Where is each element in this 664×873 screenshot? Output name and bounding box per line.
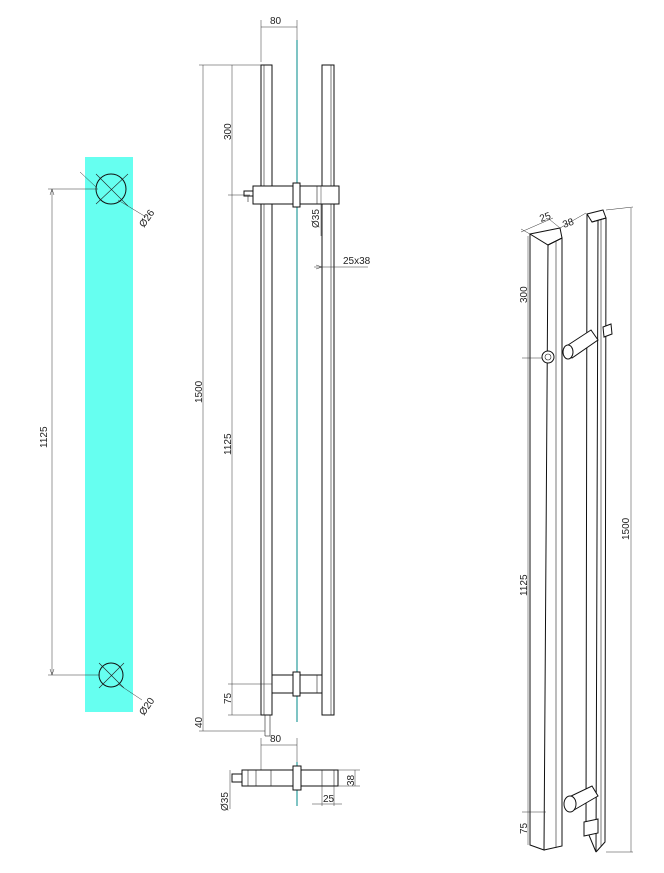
- iso-total-length-label: 1500: [621, 517, 632, 540]
- left-handle-bar: [260, 64, 273, 716]
- standoff-diameter-label: Ø35: [311, 209, 322, 228]
- front-spacing-label: 1125: [223, 433, 234, 455]
- glass-panel: [85, 157, 133, 712]
- iso-bottom-offset-label: 75: [519, 822, 530, 834]
- top-width-label: 80: [270, 16, 282, 27]
- glass-plate-view: Ø26 Ø20 1125: [39, 157, 158, 718]
- iso-w1-label: 25: [538, 211, 553, 225]
- total-length-label: 1500: [194, 380, 205, 403]
- front-view: 80 1500 300 1125 75 40 Ø35 25x38: [194, 16, 371, 737]
- section-bar-width-label: 25: [323, 794, 335, 805]
- iso-w2-label: 38: [561, 217, 576, 231]
- section-diameter-label: Ø35: [220, 792, 231, 811]
- right-handle-bar: [321, 64, 335, 716]
- top-offset-label: 300: [223, 123, 234, 140]
- isometric-view: 25 38 300 1125 75 1500: [519, 206, 634, 853]
- bar-section-label: 25x38: [343, 256, 371, 267]
- hole-spacing-label: 1125: [39, 426, 50, 448]
- bottom-offset-label: 75: [223, 692, 234, 704]
- iso-left-bar: [528, 227, 563, 246]
- iso-top-offset-label: 300: [519, 286, 530, 303]
- bottom-extra-label: 40: [194, 716, 205, 728]
- section-standoff: [241, 769, 339, 787]
- section-width-label: 80: [270, 734, 282, 745]
- section-view: 80 Ø35 38 25: [220, 734, 360, 811]
- top-hole-diameter-label: Ø26: [137, 208, 157, 230]
- iso-spacing-label: 1125: [519, 574, 530, 596]
- section-depth-label: 38: [346, 774, 357, 786]
